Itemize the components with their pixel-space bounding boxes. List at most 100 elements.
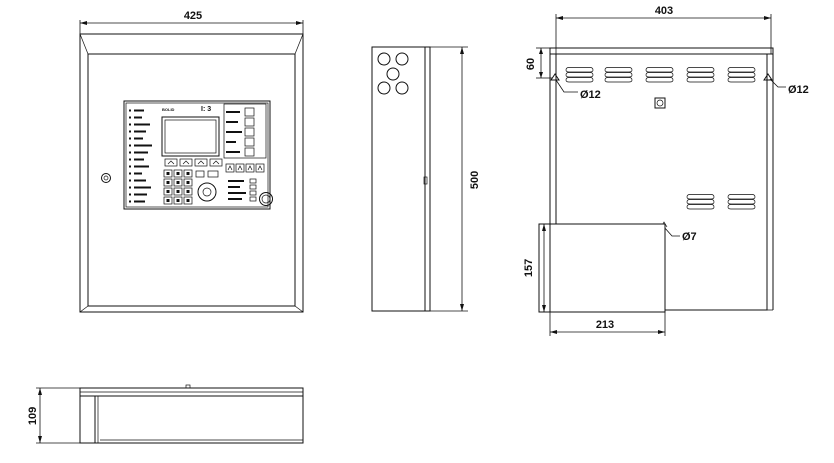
vent-slot: [686, 204, 715, 210]
function-key: [245, 163, 255, 173]
keypad-key: [163, 178, 173, 187]
top-view: 109: [27, 384, 304, 444]
center-knockout-hole: [656, 99, 664, 107]
vent-slot: [645, 67, 674, 73]
indicator-key: [244, 147, 255, 157]
vent-slot: [727, 204, 756, 210]
vent-slot: [686, 72, 715, 78]
vent-slot: [727, 67, 756, 73]
round-button-icon: [259, 192, 273, 206]
vent-slot: [727, 194, 756, 200]
keypad-key-mark: [166, 181, 170, 184]
hole-right-label: Ø12: [788, 84, 809, 96]
control-panel: BOLID I: 3: [123, 100, 271, 210]
label-text-bar: [134, 172, 142, 175]
arrow-bottom: [38, 436, 42, 443]
top-tab: [185, 384, 191, 389]
led-indicator: [129, 179, 131, 182]
led-indicator: [129, 130, 131, 133]
label-text-bar: [134, 193, 147, 196]
side-view: 500: [371, 46, 481, 312]
vent-slot: [727, 72, 756, 78]
keypad-key-mark: [176, 181, 180, 184]
hole-left-label: Ø12: [580, 89, 601, 101]
center-knockout-icon: [654, 97, 666, 109]
function-key: [235, 163, 245, 173]
numeric-keypad: [163, 169, 219, 205]
indicator-label-bar: [226, 151, 240, 153]
bevel-bl: [79, 305, 89, 313]
function-led: [249, 190, 257, 196]
keypad-key: [173, 169, 183, 178]
lower-height-label: 157: [523, 259, 535, 277]
lcd-display: [161, 116, 220, 157]
back-top-flange: [549, 47, 774, 55]
side-height-label: 500: [469, 171, 481, 189]
keypad-key: [163, 169, 173, 178]
led-indicator: [129, 172, 131, 175]
label-text-bar: [134, 165, 149, 168]
label-text-bar: [134, 123, 150, 126]
ventilation-slots: [565, 67, 756, 210]
function-key-arrow-icon: [257, 165, 263, 171]
function-key-arrow-icon: [247, 165, 253, 171]
top-offset-label: 60: [525, 58, 537, 70]
arrow-bottom: [539, 72, 543, 78]
navigation-dial-center: [202, 187, 212, 197]
front-width-label: 425: [184, 10, 202, 22]
indicator-key: [244, 127, 255, 137]
soft-key-arrow-icon: [167, 160, 175, 165]
function-key-arrow-icon: [237, 165, 243, 171]
mount-hole-right-icon: [763, 73, 773, 81]
bevel-tl: [79, 33, 89, 55]
arrow-bottom: [542, 305, 546, 312]
keypad-key: [183, 196, 193, 205]
knockout-hole-1-icon: [377, 52, 391, 66]
keypad-key: [183, 187, 193, 196]
led-indicator: [129, 158, 131, 161]
indicator-group-frame: [223, 103, 267, 159]
label-text-bar: [134, 109, 144, 112]
panel-indicator: I: 3: [201, 106, 211, 113]
function-led: [249, 178, 257, 184]
vent-slot: [686, 67, 715, 73]
led-indicator: [129, 200, 131, 203]
indicator-key: [244, 117, 255, 127]
right-function-keys: [225, 163, 265, 202]
keypad-key-mark: [186, 181, 190, 184]
knockout-hole-4-icon: [377, 81, 391, 95]
lcd-display-inner: [164, 119, 217, 154]
door-lock-icon: [101, 173, 111, 183]
vent-slot: [686, 199, 715, 205]
soft-key: [209, 158, 223, 167]
keypad-key: [173, 196, 183, 205]
knockout-hole-3-icon: [386, 67, 400, 81]
vent-slot: [686, 194, 715, 200]
vent-slot: [565, 77, 594, 83]
panel-brand: BOLID: [162, 107, 175, 112]
function-label-bar: [228, 180, 244, 182]
hole-left-leader: [555, 79, 578, 93]
led-indicator: [129, 165, 131, 168]
keypad-key-mark: [186, 190, 190, 193]
side-hinge: [423, 176, 428, 185]
led-indicator: [129, 123, 131, 126]
indicator-label-bar: [226, 121, 238, 123]
function-led: [249, 196, 257, 202]
soft-key: [179, 158, 193, 167]
vent-slot: [727, 199, 756, 205]
arrow-left: [550, 330, 557, 334]
label-text-bar: [134, 186, 151, 189]
keypad-key-mark: [166, 199, 170, 202]
side-body: [371, 46, 431, 312]
arrow-top: [539, 48, 543, 54]
arrow-bottom: [460, 304, 464, 311]
indicator-label-bar: [226, 131, 242, 133]
function-key: [207, 170, 219, 178]
keypad-key: [183, 169, 193, 178]
small-hole-leader: [663, 226, 680, 237]
soft-key-arrow-icon: [182, 160, 190, 165]
arrow-left: [556, 16, 563, 20]
label-text-bar: [134, 179, 146, 182]
vent-slot: [727, 77, 756, 83]
